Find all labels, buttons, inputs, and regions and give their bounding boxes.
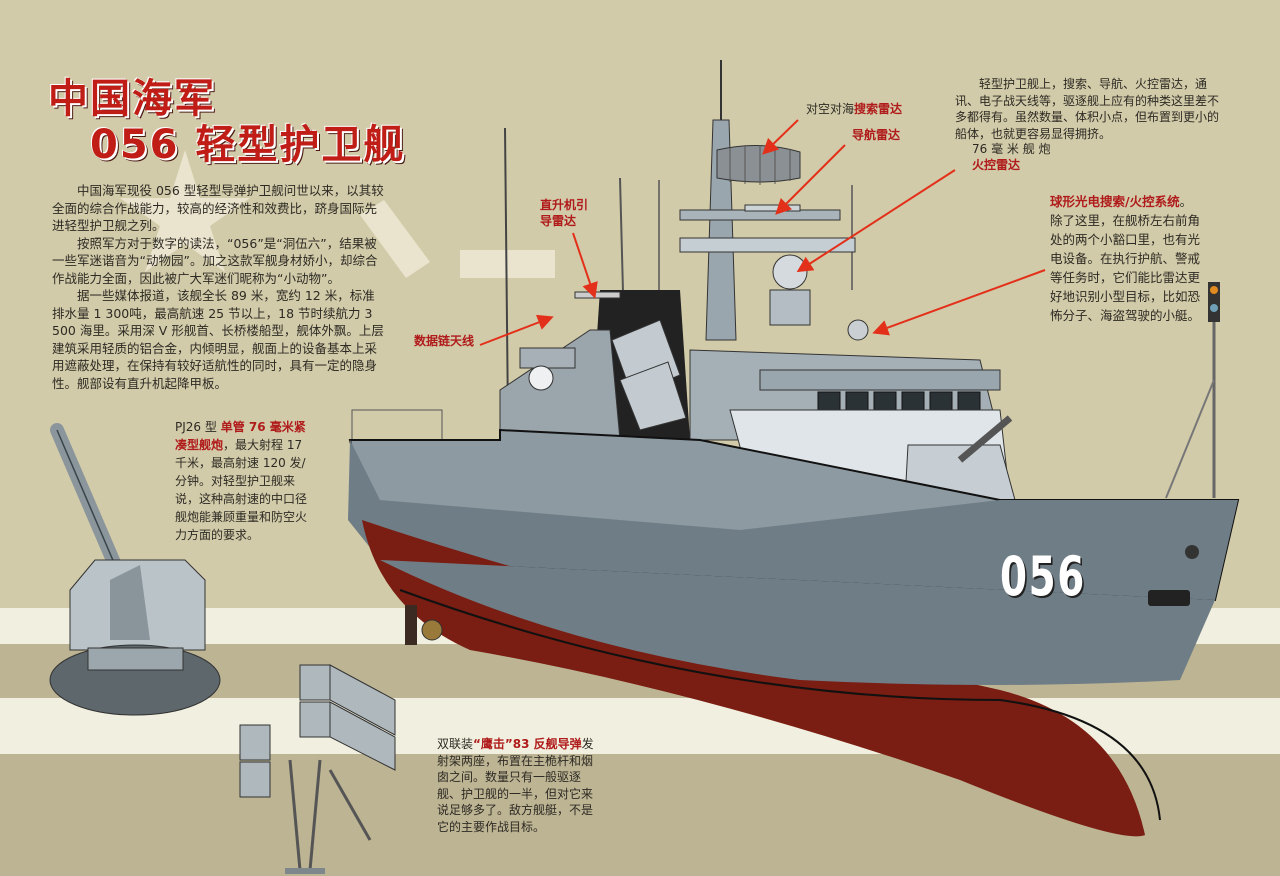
page-title-line2: 056 轻型护卫舰 <box>90 122 406 168</box>
callout-fc-radar-prefix: 76 毫 米 舰 炮 <box>972 142 1051 156</box>
callout-datalink-label: 数据链天线 <box>414 334 475 348</box>
eo-caption-body: 。除了这里，在舰桥左右前角处的两个小豁口里，也有光电设备。在执行护航、警戒等任务… <box>1050 194 1201 323</box>
callout-nav-radar-label: 导航雷达 <box>852 128 901 142</box>
hull-number: 056 <box>1000 545 1086 608</box>
missile-caption-highlight: “鹰击”83 反舰导弹 <box>473 737 582 751</box>
callout-search-radar-prefix: 对空对海 <box>806 102 855 116</box>
gun-caption-prefix: PJ26 型 <box>175 420 221 434</box>
intro-paragraph: 据一些媒体报道，该舰全长 89 米，宽约 12 米，标准排水量 1 300吨，最… <box>52 288 384 391</box>
callout-fc-radar-label: 火控雷达 <box>972 158 1021 172</box>
missile-caption: 双联装“鹰击”83 反舰导弹发射架两座，布置在主桅杆和烟囱之间。数量只有一般驱逐… <box>437 736 600 835</box>
intro-paragraph: 中国海军现役 056 型轻型导弹护卫舰问世以来，以其较全面的综合作战能力，较高的… <box>52 183 384 233</box>
callout-datalink: 数据链天线 <box>414 333 474 349</box>
sensors-caption-text: 轻型护卫舰上，搜索、导航、火控雷达，通讯、电子战天线等，驱逐舰上应有的种类这里差… <box>955 77 1220 141</box>
missile-caption-prefix: 双联装 <box>437 737 474 751</box>
callout-search-radar: 对空对海搜索雷达 <box>806 101 902 117</box>
eo-caption-highlight: 球形光电搜索/火控系统 <box>1050 194 1180 209</box>
callout-search-radar-label: 搜索雷达 <box>854 102 903 116</box>
callout-fc-radar: 76 毫 米 舰 炮 火控雷达 <box>972 141 1051 173</box>
gun-caption-highlight: 单管 76 毫米紧凑型舰炮 <box>175 420 306 452</box>
callout-heli-radar-line1: 直升机引 <box>540 198 589 212</box>
intro-paragraph: 按照军方对于数字的读法，“056”是“洞伍六”，结果被一些军迷谐音为“动物园”。… <box>52 235 378 286</box>
gun-caption-body: ，最大射程 17 千米，最高射速 120 发/分钟。对轻型护卫舰来说，这种高射速… <box>175 438 308 542</box>
page-title-line1: 中国海军 <box>48 76 216 122</box>
callout-heli-radar: 直升机引 导雷达 <box>540 197 588 229</box>
eo-caption: 球形光电搜索/火控系统。除了这里，在舰桥左右前角处的两个小豁口里，也有光电设备。… <box>1050 192 1200 325</box>
missile-caption-body: 发射架两座，布置在主桅杆和烟囱之间。数量只有一般驱逐舰、护卫舰的一半，但对它来说… <box>437 737 594 834</box>
gun-caption: PJ26 型 单管 76 毫米紧凑型舰炮，最大射程 17 千米，最高射速 120… <box>175 418 315 544</box>
intro-text: 中国海军现役 056 型轻型导弹护卫舰问世以来，以其较全面的综合作战能力，较高的… <box>52 182 387 392</box>
callout-nav-radar: 导航雷达 <box>852 127 900 143</box>
callout-heli-radar-line2: 导雷达 <box>540 214 577 228</box>
sensors-caption: 轻型护卫舰上，搜索、导航、火控雷达，通讯、电子战天线等，驱逐舰上应有的种类这里差… <box>955 76 1225 142</box>
